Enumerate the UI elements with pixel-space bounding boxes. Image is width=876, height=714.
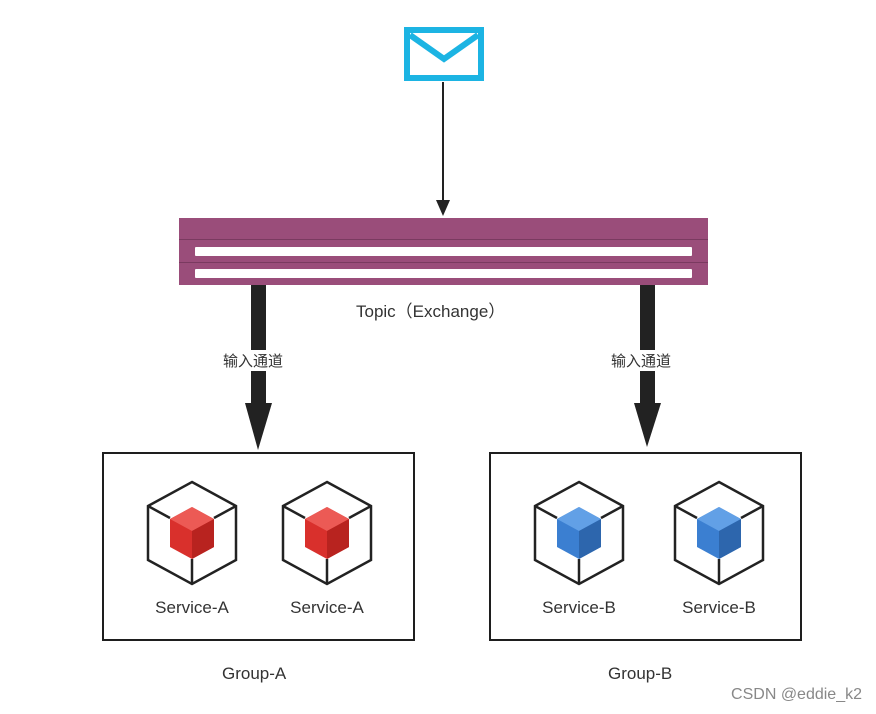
message-envelope-icon <box>404 27 484 81</box>
group-b-label: Group-B <box>608 664 673 683</box>
service-b-2: Service-B <box>659 478 779 618</box>
cube-icon <box>533 480 625 586</box>
cube-icon <box>673 480 765 586</box>
channel-arrow-right <box>640 285 655 405</box>
exchange-seam <box>179 239 708 240</box>
exchange-slot <box>195 247 692 256</box>
service-label: Service-B <box>682 598 756 617</box>
channel-arrow-left <box>251 285 266 405</box>
channel-label-left: 输入通道 <box>222 350 285 371</box>
service-b-1: Service-B <box>519 478 639 618</box>
service-a-2: Service-A <box>267 478 387 618</box>
group-b-container: Service-B Service-B <box>489 452 802 641</box>
channel-label-right: 输入通道 <box>610 350 673 371</box>
group-a-container: Service-A Service-A <box>102 452 415 641</box>
channel-arrow-right-head <box>634 403 661 447</box>
message-arrow-head <box>436 200 450 216</box>
service-label: Service-A <box>155 598 229 617</box>
group-a-label: Group-A <box>222 664 287 683</box>
watermark: CSDN @eddie_k2 <box>731 686 862 703</box>
exchange-label: Topic（Exchange） <box>356 302 506 321</box>
cube-icon <box>146 480 238 586</box>
service-label: Service-B <box>542 598 616 617</box>
cube-icon <box>281 480 373 586</box>
topic-exchange <box>179 218 708 285</box>
channel-arrow-left-head <box>245 403 272 450</box>
service-label: Service-A <box>290 598 364 617</box>
exchange-slot <box>195 269 692 278</box>
exchange-seam <box>179 262 708 263</box>
service-a-1: Service-A <box>132 478 252 618</box>
